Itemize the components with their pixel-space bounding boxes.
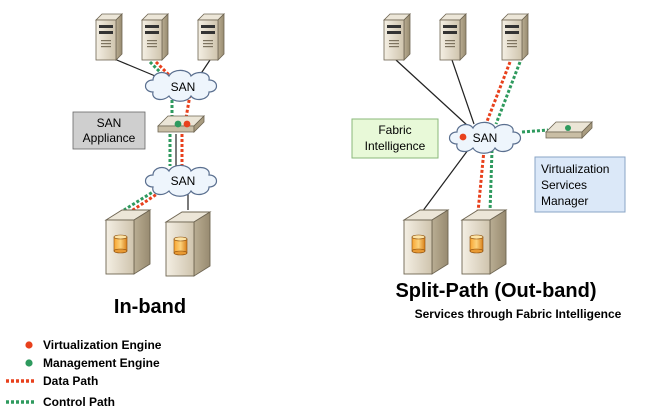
data-path-host2-san-top <box>154 60 174 80</box>
management-engine-dot <box>565 125 571 131</box>
legend-virtualization-engine: Virtualization Engine <box>43 338 162 352</box>
link-host1-san-top <box>111 57 161 79</box>
control-path-host2-san-top <box>148 60 168 80</box>
storage-array-icon <box>105 209 151 275</box>
split-path-subtitle: Services through Fabric Intelligence <box>415 307 622 321</box>
vsm-label-line3: Manager <box>541 194 588 208</box>
data-path-san-appliance <box>184 94 192 119</box>
san-cloud-label: SAN <box>473 131 498 145</box>
legend-management-engine: Management Engine <box>43 356 160 370</box>
data-path-host3-san <box>484 61 512 125</box>
vsm-label-line2: Services <box>541 178 587 192</box>
link-san-storage1 <box>421 149 469 213</box>
management-engine-legend-dot <box>25 359 33 367</box>
management-engine-dot <box>174 120 182 128</box>
fabric-intelligence-line2: Intelligence <box>365 139 426 153</box>
fabric-intelligence-line1: Fabric <box>378 123 411 137</box>
virtualization-engine-dot <box>183 120 191 128</box>
control-path-san-storage2 <box>488 149 494 213</box>
legend-control-path: Control Path <box>43 395 115 409</box>
san-appliance-label-line2: Appliance <box>83 131 136 145</box>
host-server-icon <box>383 13 411 61</box>
control-path-san-storage1 <box>123 188 157 212</box>
data-path-san-storage2 <box>476 149 486 213</box>
link-host2-san <box>451 59 475 125</box>
host-server-icon <box>439 13 467 61</box>
host-server-icon <box>95 13 123 61</box>
san-cloud-bottom-label: SAN <box>171 174 196 188</box>
control-path-host3-san <box>494 61 522 125</box>
san-appliance-label-line1: SAN <box>97 116 122 130</box>
host-server-icon <box>501 13 529 61</box>
split-path-title: Split-Path (Out-band) <box>395 280 596 302</box>
storage-array-icon <box>461 209 507 275</box>
virtualization-engine-legend-dot <box>25 341 33 349</box>
host-server-icon <box>197 13 225 61</box>
legend: Virtualization Engine Management Engine … <box>6 338 162 409</box>
control-path-san-vsm <box>521 128 549 134</box>
san-cloud-top-label: SAN <box>171 80 196 94</box>
vsm-label-line1: Virtualization <box>541 162 609 176</box>
virtualization-services-manager-box: Virtualization Services Manager <box>534 156 626 213</box>
fabric-intelligence-box: Fabric Intelligence <box>351 118 439 159</box>
in-band-section: SAN SAN Appliance SAN In-band <box>72 13 225 318</box>
split-path-section: Fabric Intelligence SAN Virtualization S… <box>351 13 626 321</box>
virtualization-engine-dot <box>459 133 467 141</box>
host-server-icon <box>141 13 169 61</box>
link-host1-san <box>395 59 469 127</box>
storage-array-icon <box>403 209 449 275</box>
in-band-title: In-band <box>114 296 186 318</box>
data-path-san-storage1 <box>129 190 161 214</box>
san-appliance-box: SAN Appliance <box>72 111 146 150</box>
storage-array-icon <box>165 211 211 277</box>
legend-data-path: Data Path <box>43 374 98 388</box>
